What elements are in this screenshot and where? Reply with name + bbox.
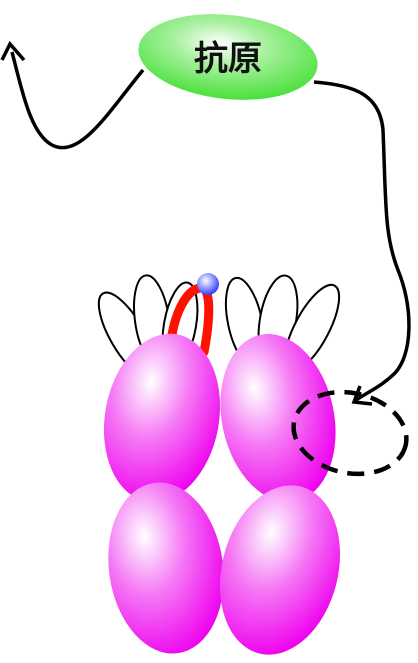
domain-upper-right	[206, 323, 351, 513]
blue-bead	[197, 273, 219, 295]
antigen-label: 抗原	[194, 39, 262, 79]
arrow-to-top-left	[12, 52, 143, 148]
antigen: 抗原	[134, 6, 322, 108]
domain-group	[91, 323, 357, 663]
domain-lower-left	[98, 475, 235, 661]
domain-lower-right	[203, 473, 357, 663]
arrow-to-binding-site	[314, 82, 409, 400]
